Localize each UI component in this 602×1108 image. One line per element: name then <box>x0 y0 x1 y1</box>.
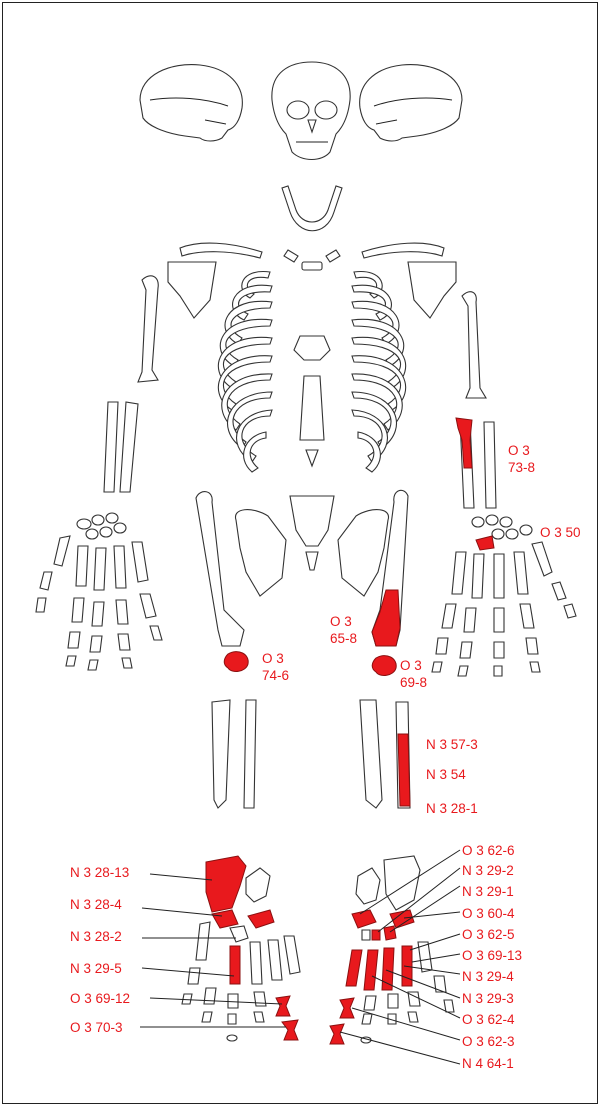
label-o3-70-3: O 3 70-3 <box>70 1019 123 1036</box>
sternum-manubrium <box>294 336 330 360</box>
coccyx <box>306 552 318 570</box>
label-o3-69-13: O 3 69-13 <box>462 947 522 964</box>
label-o3-65-8: O 3 65-8 <box>330 613 357 647</box>
label-n3-29-1: N 3 29-1 <box>462 883 514 900</box>
navicular-left-highlight <box>212 910 238 928</box>
cuneiform-right-highlight-b <box>384 926 396 940</box>
metatarsal-right-highlight-1 <box>346 950 362 986</box>
label-n4-64-1: N 4 64-1 <box>462 1055 514 1072</box>
label-n3-29-2: N 3 29-2 <box>462 862 514 879</box>
humerus-left <box>138 276 158 382</box>
label-n3-29-5: N 3 29-5 <box>70 960 122 977</box>
clavicle-left <box>180 243 262 258</box>
tibia-right <box>360 700 382 808</box>
sacrum <box>290 496 334 546</box>
label-o3-62-3: O 3 62-3 <box>462 1033 515 1050</box>
femur-right-distal-highlight <box>372 590 400 646</box>
skull-right-lateral <box>360 65 462 141</box>
label-o3-60-4: O 3 60-4 <box>462 905 515 922</box>
fibula-right-highlight <box>398 734 410 806</box>
phalanx-right-highlight-a <box>340 998 354 1018</box>
hand-left <box>36 513 162 670</box>
radius-left <box>104 402 118 492</box>
clavicle-right <box>362 243 444 258</box>
label-o3-73-8: O 3 73-8 <box>508 442 535 476</box>
radius-right-proximal-highlight <box>456 418 472 468</box>
metatarsal-left-highlight <box>230 946 240 984</box>
phalanx-left-highlight-a <box>276 996 290 1016</box>
foot-left <box>182 856 300 1041</box>
hyoid <box>302 262 322 270</box>
label-o3-50: O 3 50 <box>540 524 581 541</box>
calcaneus-left-highlight <box>206 856 246 912</box>
skull-left-lateral <box>140 65 242 141</box>
phalanx-left-highlight-b <box>282 1020 298 1040</box>
mandible <box>282 186 342 231</box>
phalanx-right-highlight-b <box>330 1024 344 1044</box>
patella-right <box>372 656 396 676</box>
patella-left <box>224 652 248 672</box>
label-n3-29-4: N 3 29-4 <box>462 968 514 985</box>
label-o3-62-5: O 3 62-5 <box>462 926 515 943</box>
label-o3-69-8: O 3 69-8 <box>400 657 427 691</box>
label-n3-29-3: N 3 29-3 <box>462 990 514 1007</box>
label-o3-62-4: O 3 62-4 <box>462 1011 515 1028</box>
ilium-left <box>235 510 286 596</box>
scapula-right <box>408 262 456 318</box>
scapula-left <box>168 262 216 318</box>
foot-right <box>330 856 454 1044</box>
label-n3-28-4: N 3 28-4 <box>70 896 122 913</box>
ribs-left <box>218 272 272 472</box>
label-o3-62-6: O 3 62-6 <box>462 842 515 859</box>
ribs-right <box>352 272 406 472</box>
label-n3-57-3: N 3 57-3 <box>426 736 478 753</box>
ilium-right <box>338 510 389 596</box>
label-o3-69-12: O 3 69-12 <box>70 990 130 1007</box>
fibula-left <box>244 700 256 808</box>
ulna-left <box>120 402 138 492</box>
humerus-right <box>462 292 486 398</box>
cuboid-left-highlight <box>248 910 274 928</box>
metatarsal-right-highlight-2 <box>364 950 378 990</box>
ulna-right <box>484 422 496 508</box>
skull-frontal <box>272 62 350 160</box>
sternum-body <box>300 376 324 440</box>
label-o3-74-6: O 3 74-6 <box>262 650 289 684</box>
label-n3-54: N 3 54 <box>426 766 466 783</box>
tibia-left <box>212 700 230 808</box>
label-n3-28-2: N 3 28-2 <box>70 928 122 945</box>
carpal-right-highlight <box>476 536 494 550</box>
navicular-right-highlight <box>352 910 376 928</box>
label-n3-28-1: N 3 28-1 <box>426 800 478 817</box>
label-n3-28-13: N 3 28-13 <box>70 864 129 881</box>
